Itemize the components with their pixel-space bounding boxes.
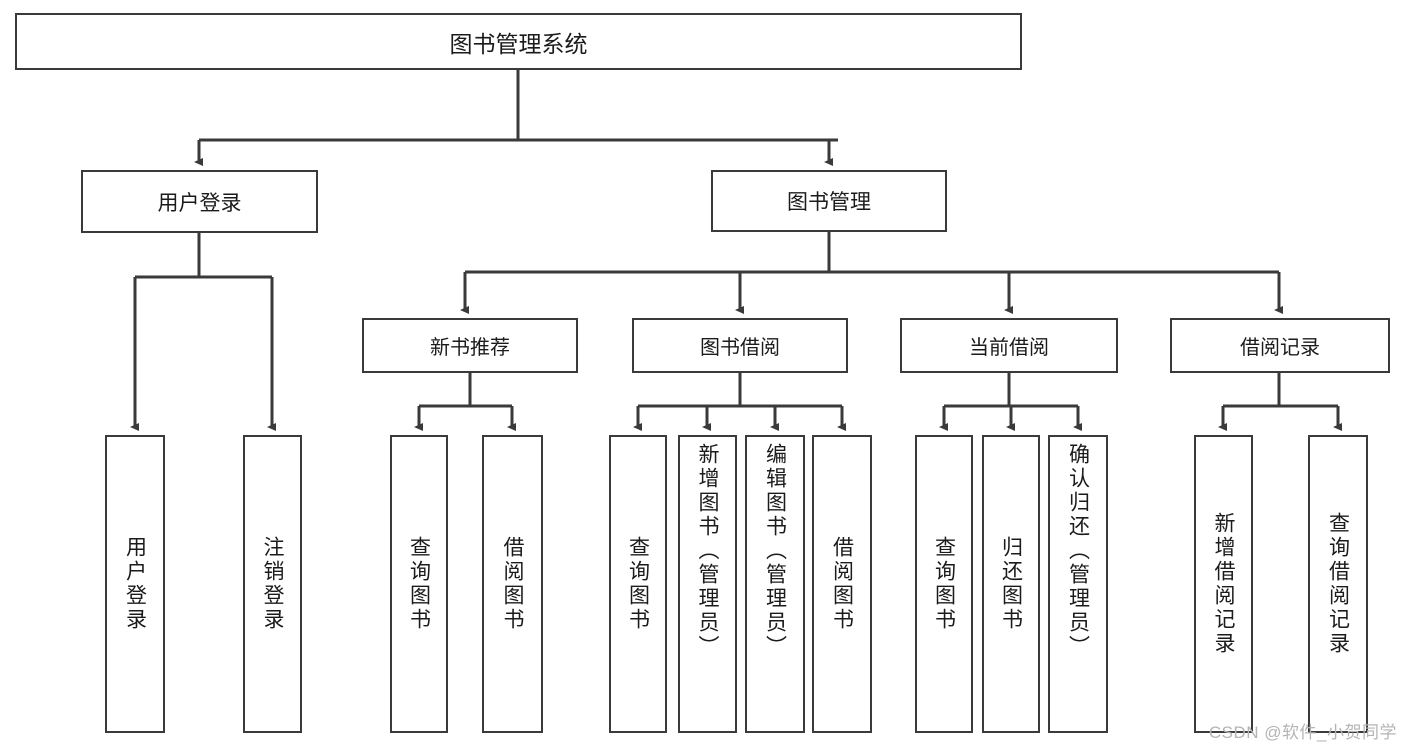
leaf-query-book-current-label: 查询图书 [932,536,956,632]
leaf-borrow-book-recommend-label: 借阅图书 [501,536,524,632]
node-borrow-record[interactable]: 借阅记录 [1170,318,1390,373]
node-book-borrow[interactable]: 图书借阅 [632,318,848,373]
leaf-query-book-recommend[interactable]: 查询图书 [390,435,448,733]
leaf-add-book-admin[interactable]: 新增图书（管理员） [678,435,737,733]
leaf-add-borrow-record-label: 新增借阅记录 [1212,512,1235,656]
node-new-book-recommend[interactable]: 新书推荐 [362,318,578,373]
leaf-borrow-book-recommend[interactable]: 借阅图书 [482,435,543,733]
leaf-user-login[interactable]: 用户登录 [105,435,165,733]
watermark: CSDN @软件_小贺同学 [1208,723,1397,742]
node-borrow-record-label: 借阅记录 [1240,337,1320,359]
node-book-borrow-label: 图书借阅 [700,337,780,359]
leaf-query-borrow-record[interactable]: 查询借阅记录 [1308,435,1368,733]
leaf-confirm-return-admin-label: 确认归还（管理员） [1066,443,1090,659]
leaf-query-book-recommend-label: 查询图书 [407,536,431,632]
node-root[interactable]: 图书管理系统 [15,13,1022,70]
leaf-query-book-borrow-label: 查询图书 [626,536,650,632]
leaf-confirm-return-admin[interactable]: 确认归还（管理员） [1048,435,1108,733]
leaf-edit-book-admin[interactable]: 编辑图书（管理员） [745,435,805,733]
node-current-borrow-label: 当前借阅 [969,337,1049,359]
leaf-user-logout[interactable]: 注销登录 [243,435,302,733]
node-root-label: 图书管理系统 [449,30,588,57]
node-user-login[interactable]: 用户登录 [81,170,318,233]
leaf-query-book-borrow[interactable]: 查询图书 [609,435,667,733]
leaf-borrow-book-label: 借阅图书 [830,536,854,632]
leaf-query-borrow-record-label: 查询借阅记录 [1326,512,1350,656]
leaf-borrow-book[interactable]: 借阅图书 [812,435,872,733]
leaf-add-book-admin-label: 新增图书（管理员） [696,443,719,659]
node-book-management-label: 图书管理 [787,191,871,214]
node-current-borrow[interactable]: 当前借阅 [900,318,1118,373]
leaf-user-login-label: 用户登录 [123,536,147,632]
node-book-management[interactable]: 图书管理 [711,170,947,232]
node-user-login-label: 用户登录 [157,191,242,215]
leaf-edit-book-admin-label: 编辑图书（管理员） [763,443,787,659]
leaf-add-borrow-record[interactable]: 新增借阅记录 [1194,435,1253,733]
leaf-return-book-label: 归还图书 [999,536,1023,632]
leaf-return-book[interactable]: 归还图书 [982,435,1040,733]
node-new-book-recommend-label: 新书推荐 [430,337,510,359]
leaf-user-logout-label: 注销登录 [261,536,284,632]
leaf-query-book-current[interactable]: 查询图书 [915,435,973,733]
